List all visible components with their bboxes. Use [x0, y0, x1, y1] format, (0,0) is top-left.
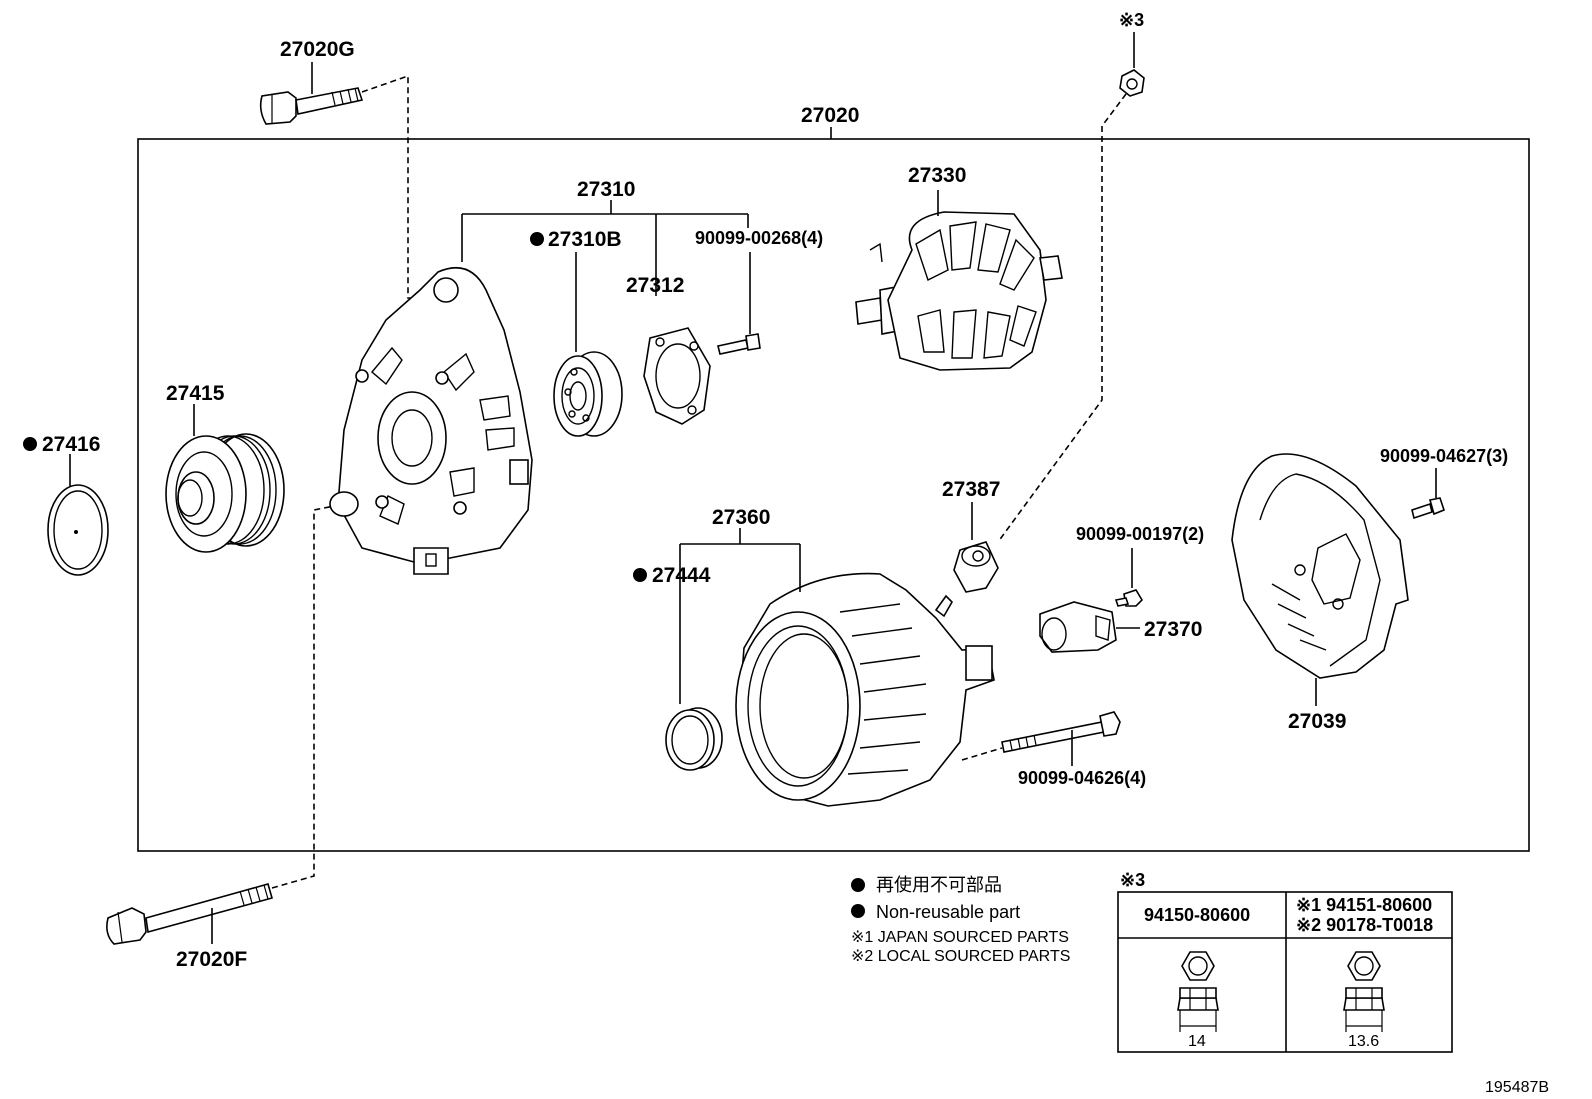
legend: 再使用不可部品 Non-reusable part ※1 JAPAN SOURC… — [851, 875, 1070, 965]
label-27310: 27310 — [577, 178, 635, 201]
screw-90099-00268 — [717, 333, 761, 355]
nut-table: ※3 94150-80600 ※1 94151-80600 ※2 90178-T… — [1117, 870, 1453, 1053]
nut-col2-header-2: ※2 90178-T0018 — [1296, 915, 1433, 935]
label-27360: 27360 — [712, 506, 770, 529]
drive-end-frame-27310 — [329, 266, 533, 575]
nut-col1-size: 14 — [1188, 1033, 1206, 1050]
pulley-27415 — [165, 433, 285, 553]
nut-col2-header-1: ※1 94151-80600 — [1296, 895, 1432, 915]
nut-94150-80600-icon — [1177, 951, 1219, 1032]
stator-frame-27360 — [735, 572, 995, 807]
label-90099-04627: 90099-04627(3) — [1380, 446, 1508, 466]
legend-note-local: ※2 LOCAL SOURCED PARTS — [851, 948, 1070, 965]
legend-dot-jp — [851, 878, 865, 892]
label-27415: 27415 — [166, 382, 225, 405]
regulator-27370 — [1039, 601, 1117, 653]
label-27310B: 27310B — [548, 228, 622, 251]
label-27312: 27312 — [626, 274, 684, 297]
label-27370: 27370 — [1144, 618, 1202, 641]
insulator-27387 — [953, 541, 999, 593]
label-27444: 27444 — [652, 564, 711, 587]
screw-90099-04627 — [1411, 497, 1445, 520]
label-ref3-top: ※3 — [1119, 10, 1144, 30]
legend-non-reusable-en: Non-reusable part — [876, 902, 1020, 922]
bolt-90099-04626 — [1001, 711, 1121, 753]
label-90099-04626: 90099-04626(4) — [1018, 768, 1146, 788]
non-reusable-dot-27416 — [23, 437, 37, 451]
legend-note-japan: ※1 JAPAN SOURCED PARTS — [851, 929, 1069, 946]
legend-non-reusable-jp: 再使用不可部品 — [876, 875, 1002, 895]
retainer-27312 — [643, 327, 711, 425]
figure-id: 195487B — [1485, 1079, 1549, 1096]
nut-col1-header: 94150-80600 — [1144, 905, 1250, 925]
label-27039: 27039 — [1288, 710, 1346, 733]
rear-cover-27039 — [1231, 453, 1409, 679]
nut-ref3 — [1119, 69, 1145, 97]
label-27020F: 27020F — [176, 948, 247, 971]
cap-27416 — [47, 484, 109, 576]
label-90099-00268: 90099-00268(4) — [695, 228, 823, 248]
rotor-27330 — [855, 211, 1063, 371]
label-27020G: 27020G — [280, 38, 355, 61]
label-27387: 27387 — [942, 478, 1000, 501]
label-27020: 27020 — [801, 104, 859, 127]
bolt-27020F — [106, 883, 273, 945]
non-reusable-dot-27444 — [633, 568, 647, 582]
assembly-frame — [137, 138, 1530, 852]
bolt-27020G — [259, 87, 364, 125]
legend-dot-en — [851, 904, 865, 918]
seal-27444 — [665, 707, 723, 771]
label-27330: 27330 — [908, 164, 966, 187]
screw-90099-00197 — [1114, 589, 1144, 607]
bearing-27310B — [553, 351, 623, 437]
label-27416: 27416 — [42, 433, 100, 456]
label-90099-00197: 90099-00197(2) — [1076, 524, 1204, 544]
non-reusable-dot-27310B — [530, 232, 544, 246]
nut-col2-size: 13.6 — [1348, 1033, 1379, 1050]
nut-table-ref: ※3 — [1120, 870, 1145, 890]
nut-94151-80600-icon — [1343, 951, 1385, 1032]
